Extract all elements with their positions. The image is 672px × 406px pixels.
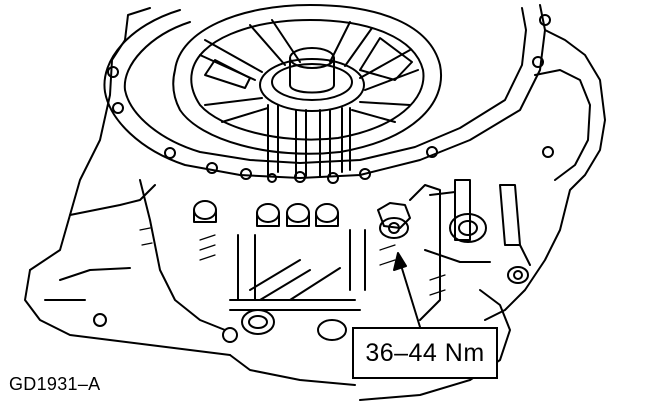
- housing-rib: [320, 110, 330, 176]
- ring-gear-outer: [173, 5, 441, 154]
- flange-bolt-hole: [268, 174, 276, 182]
- flange-outer-curve: [104, 5, 545, 178]
- shift-pin: [508, 267, 528, 283]
- flange-bolt-hole: [543, 147, 553, 157]
- flange-bolt-hole: [360, 169, 370, 179]
- case-outline-left: [30, 8, 150, 270]
- hub-flange-inner: [272, 64, 352, 100]
- flange-bolt-hole: [165, 148, 175, 158]
- torque-spec-text: 36–44 Nm: [365, 338, 485, 367]
- torque-bolt-hex: [378, 203, 410, 228]
- flange-bolt-hole: [241, 169, 251, 179]
- housing-bolt-shank: [194, 210, 338, 226]
- callout-leader-line: [400, 262, 420, 327]
- boss-center: [318, 320, 346, 340]
- boss-small: [94, 314, 106, 326]
- housing-bolt: [287, 204, 309, 222]
- shift-pin-center: [514, 271, 522, 279]
- housing-bolt: [194, 201, 216, 219]
- flange-inner-curve: [125, 8, 526, 163]
- torque-bolt-washer: [380, 218, 408, 238]
- shift-boss-inner: [459, 221, 477, 235]
- ring-gear-spoke: [352, 102, 410, 122]
- flange-bolt-hole: [295, 172, 305, 182]
- output-shaft: [290, 58, 334, 93]
- flange-bolt-hole: [533, 57, 543, 67]
- torque-spec-callout: 36–44 Nm: [352, 327, 498, 379]
- bracket-diagonal: [250, 260, 340, 300]
- ring-gear-window: [205, 60, 250, 88]
- housing-bolt: [257, 204, 279, 222]
- case-flange-left: [70, 185, 155, 215]
- flange-bolt-hole: [328, 173, 338, 183]
- bracket-base: [230, 300, 360, 310]
- boss-left-inner: [249, 316, 267, 328]
- callout-arrowhead: [394, 253, 406, 270]
- flange-bolt-hole: [207, 163, 217, 173]
- torque-bolt-center: [389, 223, 399, 233]
- figure-id-label: GD1931–A: [9, 374, 101, 394]
- housing-rib: [342, 108, 350, 172]
- boss-small: [223, 328, 237, 342]
- case-body-left: [140, 180, 225, 330]
- flange-bolt-hole: [108, 67, 118, 77]
- ring-gear-spoke: [250, 20, 300, 65]
- shift-bracket: [425, 192, 530, 265]
- output-shaft-end: [290, 48, 334, 68]
- case-body-lower: [230, 355, 355, 385]
- shift-boss: [450, 214, 486, 242]
- case-outline-right: [485, 30, 605, 320]
- ring-gear-spoke: [205, 98, 268, 122]
- shading-hatch: [140, 228, 445, 295]
- case-body-right: [360, 185, 510, 400]
- boss-left: [242, 310, 274, 334]
- flange-bolt-hole: [113, 103, 123, 113]
- case-outline-left-lower: [25, 270, 230, 355]
- housing-rib: [296, 110, 306, 176]
- case-flange-right: [535, 70, 590, 180]
- case-body-left-rib: [45, 268, 130, 300]
- housing-rib: [268, 105, 278, 175]
- housing-bolt: [316, 204, 338, 222]
- hub-flange: [260, 59, 364, 111]
- flange-bolt-hole: [540, 15, 550, 25]
- bracket-vertical: [238, 230, 365, 300]
- flange-bolt-hole: [427, 147, 437, 157]
- ring-gear-window: [360, 38, 412, 80]
